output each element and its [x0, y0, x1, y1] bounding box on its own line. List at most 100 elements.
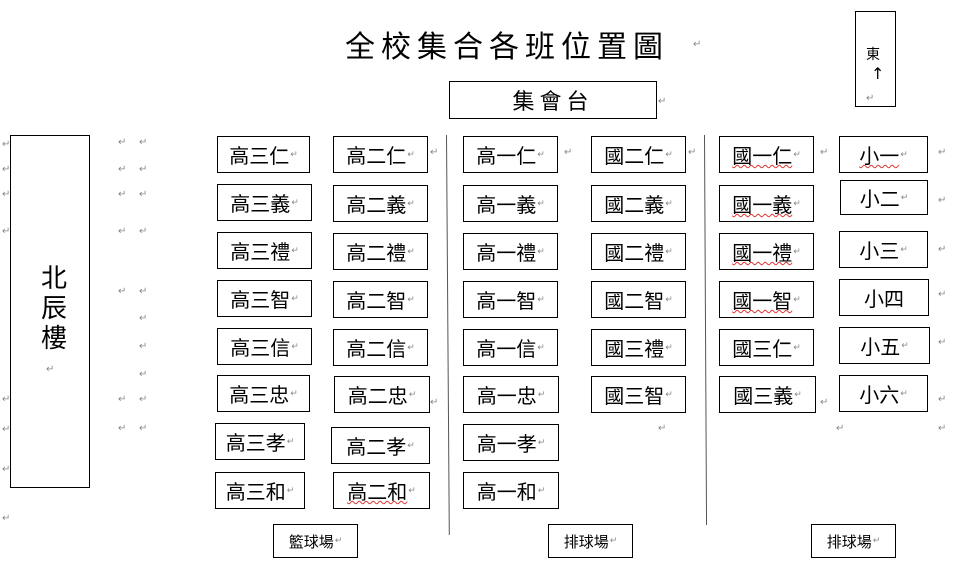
return-mark: ↵ — [938, 147, 947, 158]
stage-label: 集會台 — [512, 90, 594, 115]
return-mark: ↵ — [688, 147, 697, 158]
class-box: 高二義↵ — [333, 185, 428, 222]
return-mark: ↵ — [609, 536, 618, 546]
class-label: 國三智 — [604, 384, 665, 408]
class-label: 國二義 — [604, 193, 665, 217]
class-box: 國二禮↵ — [591, 233, 686, 270]
return-mark: ↵ — [407, 246, 415, 257]
class-box: 小二↵ — [840, 180, 928, 215]
class-box: 高二孝↵ — [331, 427, 430, 464]
class-box: 國三義↵ — [719, 376, 816, 413]
class-box: 高三信↵ — [217, 328, 312, 365]
return-mark: ↵ — [938, 289, 947, 300]
return-mark: ↵ — [537, 294, 545, 305]
class-box: 國三禮↵ — [591, 329, 686, 366]
return-mark: ↵ — [665, 246, 673, 257]
return-mark: ↵ — [665, 294, 673, 305]
return-mark: ↵ — [286, 485, 295, 496]
return-mark: ↵ — [118, 189, 127, 200]
class-box: 國一義↵ — [719, 185, 814, 222]
return-mark: ↵ — [537, 198, 545, 209]
return-mark: ↵ — [139, 369, 148, 380]
return-mark: ↵ — [793, 294, 801, 305]
return-mark: ↵ — [900, 192, 909, 203]
return-mark: ↵ — [658, 423, 667, 434]
class-label: 高二信 — [346, 337, 407, 361]
class-label: 高三禮 — [230, 240, 291, 264]
class-label: 高一和 — [476, 480, 537, 504]
return-mark: ↵ — [407, 342, 415, 353]
class-box: 高三禮↵ — [217, 232, 312, 269]
return-mark: ↵ — [139, 286, 148, 297]
return-mark: ↵ — [407, 149, 415, 160]
return-mark: ↵ — [836, 423, 845, 434]
return-mark: ↵ — [900, 244, 908, 255]
return-mark: ↵ — [537, 246, 545, 257]
page-title: 全校集合各班位置圖 — [345, 30, 669, 65]
class-box: 高三義↵ — [217, 184, 312, 221]
class-label: 國三禮 — [604, 337, 665, 361]
class-box: 高三忠↵ — [217, 375, 310, 412]
class-box: 高三和↵ — [215, 472, 305, 509]
return-mark: ↵ — [537, 437, 546, 448]
class-label: 小三 — [859, 239, 900, 263]
class-box: 小三↵ — [839, 231, 928, 268]
return-mark: ↵ — [46, 364, 55, 375]
class-label: 排球場 — [563, 532, 609, 551]
class-label: 小六 — [859, 383, 900, 407]
class-label: 高一忠 — [476, 384, 537, 408]
return-mark: ↵ — [291, 341, 299, 352]
class-label: 籃球場 — [288, 532, 334, 551]
return-mark: ↵ — [2, 139, 11, 150]
return-mark: ↵ — [537, 485, 546, 496]
return-mark: ↵ — [665, 149, 673, 160]
return-mark: ↵ — [665, 198, 673, 209]
class-label: 高二智 — [346, 289, 407, 313]
return-mark: ↵ — [118, 394, 127, 405]
return-mark: ↵ — [938, 394, 947, 405]
return-mark: ↵ — [2, 226, 11, 237]
class-box: 小一↵ — [839, 136, 928, 173]
return-mark: ↵ — [430, 397, 439, 408]
return-mark: ↵ — [118, 137, 127, 148]
return-mark: ↵ — [658, 96, 667, 107]
class-box: 國一禮↵ — [719, 233, 814, 270]
return-mark: ↵ — [2, 464, 11, 475]
class-label: 高一義 — [476, 193, 537, 217]
return-mark: ↵ — [872, 536, 881, 546]
building-beichen: 北 辰 樓 — [10, 135, 90, 488]
class-box: 高二和↵ — [333, 472, 430, 509]
class-label: 高二孝 — [346, 435, 407, 459]
class-label: 國一禮 — [732, 241, 793, 265]
class-label: 高三智 — [230, 288, 291, 312]
return-mark: ↵ — [139, 137, 148, 148]
class-box: 高三智↵ — [217, 280, 312, 317]
return-mark: ↵ — [139, 226, 148, 237]
return-mark: ↵ — [2, 513, 11, 524]
court-label: 籃球場↵ — [273, 524, 358, 558]
return-mark: ↵ — [938, 244, 947, 255]
return-mark: ↵ — [407, 198, 415, 209]
return-mark: ↵ — [938, 195, 947, 206]
return-mark: ↵ — [290, 388, 298, 399]
class-box: 高二信↵ — [333, 329, 428, 366]
class-box: 高一禮↵ — [463, 233, 558, 270]
compass-box: 東 ↑ — [855, 11, 896, 107]
class-label: 小一 — [859, 144, 900, 168]
class-label: 國二禮 — [604, 241, 665, 265]
class-box: 高二禮↵ — [333, 233, 428, 270]
class-label: 高一信 — [476, 337, 537, 361]
return-mark: ↵ — [537, 342, 545, 353]
return-mark: ↵ — [118, 164, 127, 175]
class-label: 高三孝 — [225, 431, 286, 455]
return-mark: ↵ — [901, 340, 909, 351]
return-mark: ↵ — [407, 294, 415, 305]
return-mark: ↵ — [118, 286, 127, 297]
class-box: 國一智↵ — [719, 281, 814, 318]
return-mark: ↵ — [2, 394, 11, 405]
building-char: 辰 — [41, 294, 68, 324]
return-mark: ↵ — [139, 189, 148, 200]
return-mark: ↵ — [820, 397, 829, 408]
return-mark: ↵ — [407, 440, 415, 451]
class-label: 小五 — [860, 335, 901, 359]
